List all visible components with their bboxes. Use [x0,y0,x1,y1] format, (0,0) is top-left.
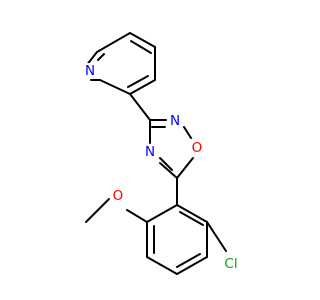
atom-o-methoxy: O [113,188,124,204]
benzene-ring [146,204,208,275]
atom-label-o-methoxy: O [110,188,126,204]
bond-ox-n2-o1 [183,126,192,139]
bond-pyridine-4 [129,79,156,95]
bond-pyridine-6-inner [97,53,105,61]
bond-benzene-1-inner [179,211,204,226]
atom-n-pyridine: N [85,63,95,79]
oxadiazole-ring [149,119,194,179]
bond-pyridine-5 [99,79,131,95]
atom-n-oxadiazole-2: N [170,113,180,129]
atom-label-n-pyridine: N [82,63,98,79]
bond-pyridine-2 [129,32,156,48]
bond-benzene-3 [176,256,208,275]
bond-pyridine-to-oxadiazole [129,93,151,121]
atom-o-oxadiazole: O [192,140,203,156]
bond-benzene-3-inner [176,253,201,268]
atom-label-n-oxadiazole-4: N [142,144,158,160]
bond-ox-c5-n4 [159,162,178,179]
bond-pyridine-1 [96,32,131,53]
molecule-structure-diagram: N N N O O Cl [82,32,242,275]
atom-label-n-oxadiazole-2: N [167,113,183,129]
bond-benzene-4 [146,256,178,275]
pyridine-ring [85,32,156,95]
bond-benzene-6 [146,204,178,223]
bond-ox-o1-c5 [176,157,194,179]
bond-ring-to-methoxy-o [126,209,148,223]
bond-pyridine-4-inner [127,75,149,88]
atom-label-o-oxadiazole: O [189,140,205,156]
atom-chlorine: Cl [224,256,237,272]
atom-n-oxadiazole-4: N [145,144,155,160]
atom-label-chlorine: Cl [220,256,242,272]
bond-pyridine-2-inner [130,40,152,54]
bond-ring-to-chlorine [206,221,227,252]
bond-ox-c5-n4-inner [159,157,173,171]
bond-benzene-1 [176,204,208,223]
bond-methoxy-o-to-methyl [85,198,110,223]
